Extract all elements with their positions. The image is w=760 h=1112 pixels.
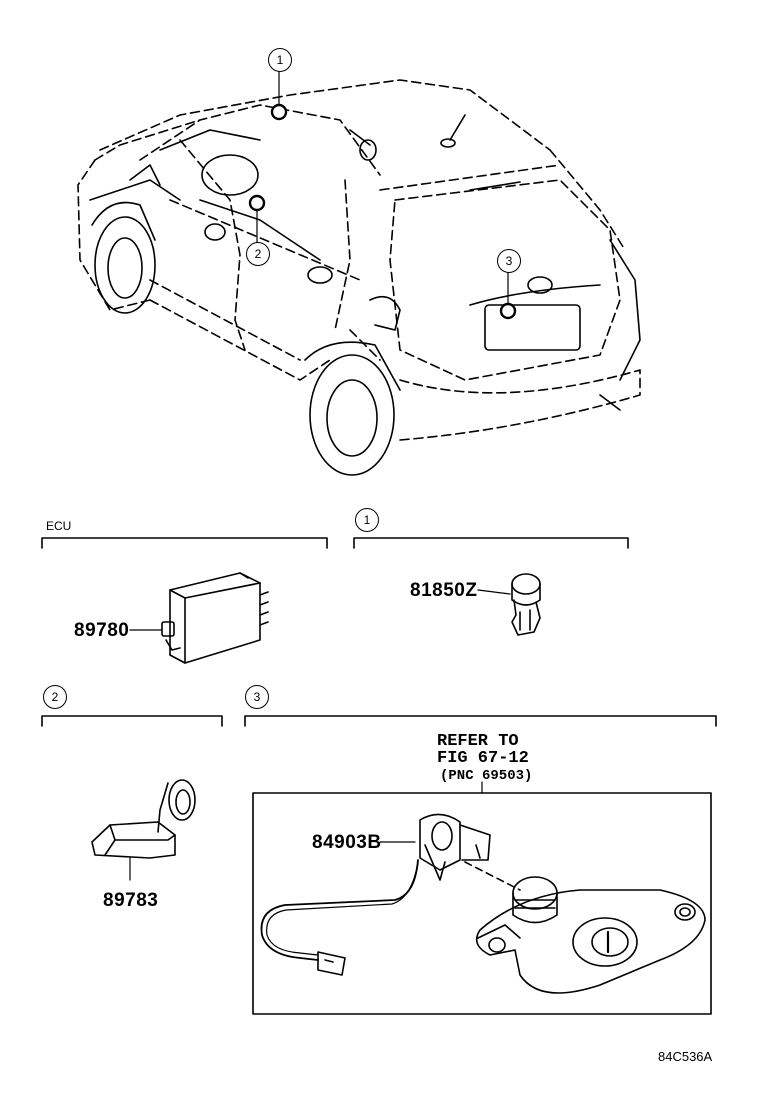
part-number-89783[interactable]: 89783 xyxy=(103,890,159,911)
part-number-81850Z[interactable]: 81850Z xyxy=(410,580,478,601)
courtesy-lamp-drawing xyxy=(91,779,196,881)
refer-to-line2[interactable]: FIG 67-12 xyxy=(437,749,529,768)
car-illustration xyxy=(77,71,641,476)
callout-2: 2 xyxy=(246,242,270,266)
callout-1: 1 xyxy=(268,48,292,72)
section-ecu-label: ECU xyxy=(46,519,72,533)
ecu-module-drawing xyxy=(129,572,269,664)
bulb-drawing xyxy=(477,573,541,636)
section-2-callout: 2 xyxy=(43,685,67,709)
key-switch-drawing xyxy=(379,813,521,891)
lock-cylinder-drawing xyxy=(475,876,706,994)
figure-code: 84C536A xyxy=(658,1049,713,1064)
part-number-89780[interactable]: 89780 xyxy=(74,620,130,641)
section-3-callout: 3 xyxy=(245,685,269,709)
refer-to-line3: (PNC 69503) xyxy=(440,768,533,784)
callout-3: 3 xyxy=(497,249,521,273)
part-number-84903B[interactable]: 84903B xyxy=(312,832,382,853)
refer-to-line1: REFER TO xyxy=(437,732,519,751)
section-1-callout: 1 xyxy=(355,508,379,532)
